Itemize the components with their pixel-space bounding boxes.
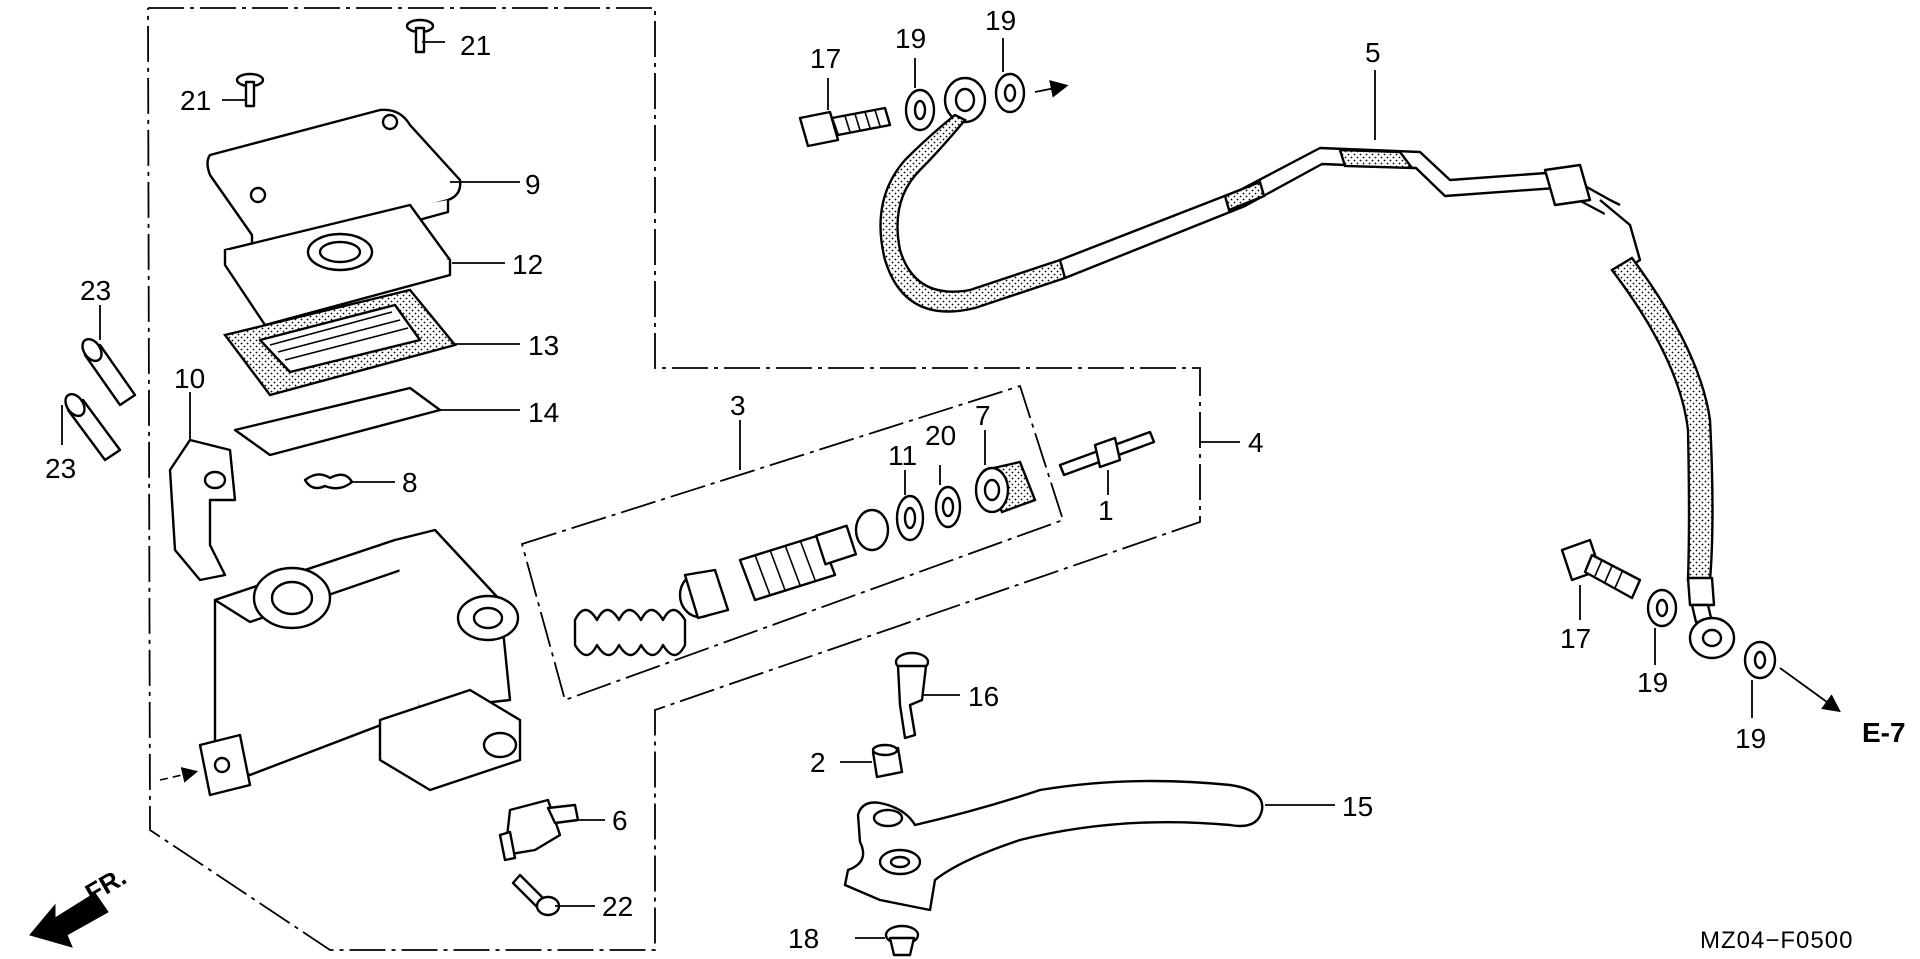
piston [738, 524, 858, 602]
sealing-washer-upper-2 [994, 72, 1026, 114]
callout-7: 7 [975, 400, 991, 431]
diaphragm [222, 288, 458, 397]
callout-13: 13 [528, 330, 559, 361]
assembly-frame [147, 7, 1201, 951]
callout-6: 6 [612, 805, 628, 836]
cap-screw-lower [235, 72, 265, 108]
sealing-washer-upper-1 [904, 88, 936, 132]
callout-23-upper: 23 [80, 275, 111, 306]
leader-lines [61, 38, 1753, 939]
holder-bolt-lower [64, 392, 122, 462]
callout-19-lower-1: 19 [1637, 667, 1668, 698]
callout-10: 10 [174, 363, 205, 394]
sealing-washer-lower-2 [1743, 640, 1777, 680]
clutch-lever [843, 779, 1264, 912]
pivot-bolt [894, 651, 930, 740]
callout-12: 12 [512, 249, 543, 280]
callout-19-upper-1: 19 [895, 23, 926, 54]
washer-11 [895, 494, 925, 542]
callout-22: 22 [602, 891, 633, 922]
pivot-nut [871, 743, 904, 779]
callout-2: 2 [810, 747, 826, 778]
front-direction-indicator: FR. [29, 861, 131, 948]
callout-9: 9 [525, 169, 541, 200]
clutch-hose [879, 113, 1716, 624]
lever-screw [884, 924, 920, 957]
master-cylinder-body [159, 528, 522, 797]
callout-19-upper-2: 19 [985, 5, 1016, 36]
oil-bolt-upper [798, 106, 892, 148]
callout-14: 14 [528, 397, 559, 428]
oil-bolt-lower [1560, 538, 1642, 600]
callout-19-lower-2: 19 [1735, 723, 1766, 754]
clutch-switch [498, 798, 580, 862]
holder-bolt-upper [81, 337, 137, 407]
callout-16: 16 [968, 681, 999, 712]
lever-holder [168, 438, 237, 582]
piston-cup [678, 568, 730, 620]
callout-18: 18 [788, 923, 819, 954]
callout-17-lower: 17 [1560, 623, 1591, 654]
cross-reference-label: E-7 [1862, 717, 1906, 748]
callout-15: 15 [1342, 791, 1373, 822]
reservoir-gasket [233, 386, 442, 457]
callout-20: 20 [925, 420, 956, 451]
callout-8: 8 [402, 467, 418, 498]
snap-ring-20 [934, 485, 962, 529]
callout-23-lower: 23 [45, 453, 76, 484]
cap-screw-upper [405, 18, 435, 54]
secondary-cup [854, 508, 890, 552]
callout-3: 3 [730, 390, 746, 421]
callout-21-lower: 21 [180, 85, 211, 116]
dust-boot-7 [974, 460, 1037, 514]
push-rod [1058, 430, 1156, 477]
callout-11: 11 [888, 440, 917, 471]
banjo-fitting-lower [1688, 616, 1736, 660]
spring [573, 608, 687, 657]
switch-screw [511, 873, 561, 917]
callout-labels: 21 21 9 12 13 14 8 10 23 23 3 11 20 7 1 … [45, 5, 1766, 954]
callout-4: 4 [1248, 427, 1264, 458]
callout-21-upper: 21 [460, 30, 491, 61]
sealing-washer-lower-1 [1646, 588, 1678, 628]
diagram-reference-code: MZ04−F0500 [1700, 927, 1853, 954]
callout-1: 1 [1098, 495, 1114, 526]
callout-17-upper: 17 [810, 43, 841, 74]
clip [303, 473, 354, 490]
callout-5: 5 [1365, 37, 1381, 68]
banjo-fitting-upper [943, 76, 987, 124]
